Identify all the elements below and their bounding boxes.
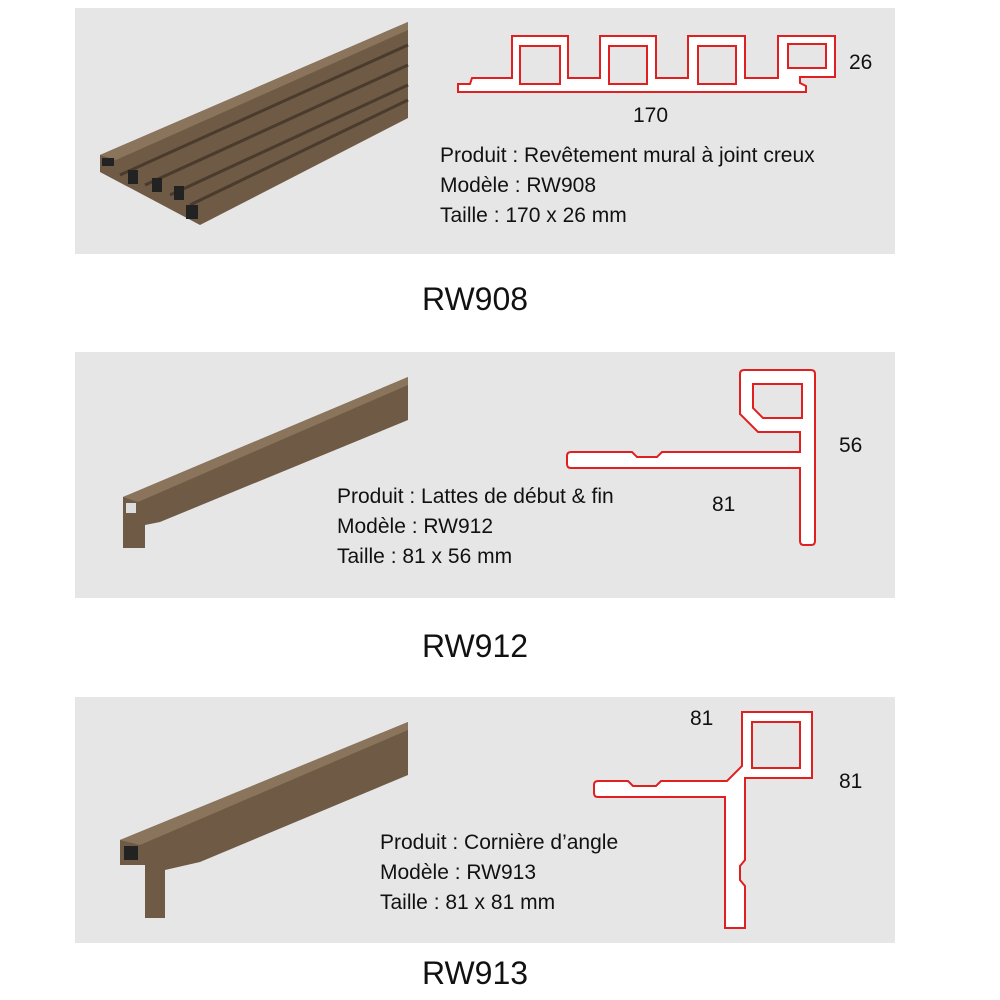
rw912-height-dimension: 56 xyxy=(839,434,863,457)
rw908-size: Taille : 170 x 26 mm xyxy=(440,204,627,227)
rw913-size: Taille : 81 x 81 mm xyxy=(380,891,556,914)
rw913-height-dimension: 81 xyxy=(839,770,863,793)
rw908-product-name: Produit : Revêtement mural à joint creux xyxy=(440,144,815,167)
rw908-model: Modèle : RW908 xyxy=(440,174,597,197)
rw913-product-name: Produit : Cornière d’angle xyxy=(380,831,619,854)
rw913-model: Modèle : RW913 xyxy=(380,861,537,884)
rw912-model: Modèle : RW912 xyxy=(337,515,494,538)
rw908-cross-section xyxy=(457,35,836,93)
rw913-width-dimension: 81 xyxy=(690,707,714,730)
rw912-width-dimension: 81 xyxy=(712,493,736,516)
rw912-title: RW912 xyxy=(421,628,529,664)
rw913-product-photo xyxy=(120,722,408,918)
rw913-cross-section xyxy=(593,711,813,929)
rw912-cross-section xyxy=(566,369,816,546)
rw912-product-name: Produit : Lattes de début & fin xyxy=(337,485,614,508)
rw912-size: Taille : 81 x 56 mm xyxy=(337,545,513,568)
rw908-width-dimension: 170 xyxy=(633,104,669,127)
rw908-product-photo xyxy=(100,22,409,225)
rw908-title: RW908 xyxy=(421,281,529,317)
rw913-title: RW913 xyxy=(421,955,529,991)
rw912-product-photo xyxy=(123,377,408,548)
rw908-height-dimension: 26 xyxy=(849,51,873,74)
